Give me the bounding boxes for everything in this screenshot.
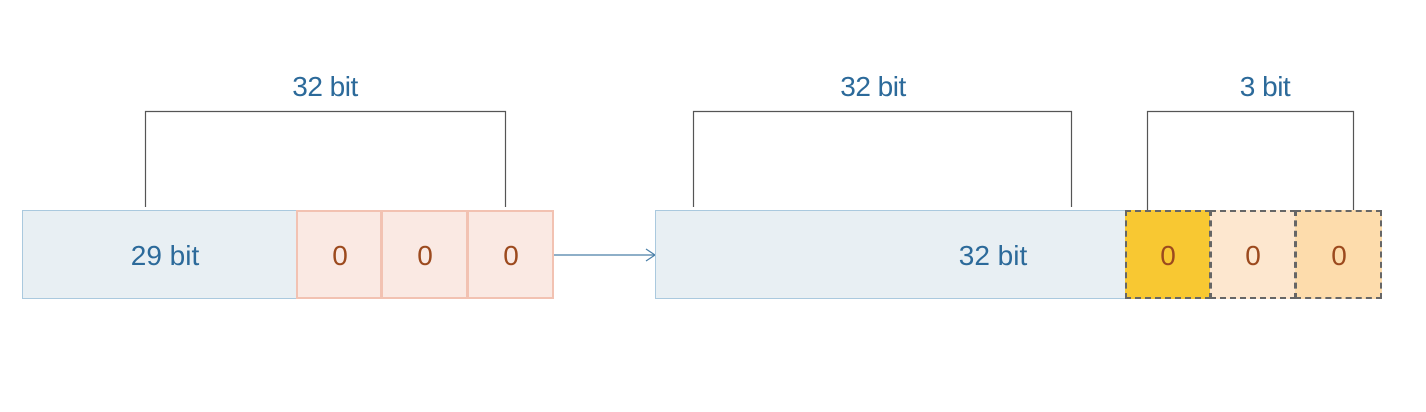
right-zero-cell-1: 0	[1125, 210, 1211, 299]
left-bracket-label: 32 bit	[292, 71, 358, 102]
left-bracket	[144, 110, 507, 207]
zero-digit: 0	[503, 240, 519, 271]
zero-digit: 0	[1331, 240, 1347, 271]
left-zero-cell-3: 0	[467, 210, 554, 299]
left-zero-cell-1: 0	[296, 210, 382, 299]
left-data-label: 29 bit	[130, 240, 200, 271]
right-zero-cell-2: 0	[1210, 210, 1296, 299]
right-zero-cell-3: 0	[1295, 210, 1382, 299]
left-data-field: 29 bit	[22, 210, 298, 299]
right-data-label: 32 bit	[958, 240, 1028, 271]
zero-digit: 0	[1160, 240, 1176, 271]
right-main-bracket	[692, 110, 1073, 207]
right-small-bracket	[1146, 110, 1355, 212]
right-data-field: 32 bit	[655, 210, 1127, 299]
left-zero-cell-2: 0	[381, 210, 468, 299]
arrow	[554, 248, 657, 262]
zero-digit: 0	[1245, 240, 1261, 271]
zero-digit: 0	[332, 240, 348, 271]
zero-digit: 0	[417, 240, 433, 271]
small-bracket-label: 3 bit	[1239, 71, 1291, 102]
right-bracket-label: 32 bit	[840, 71, 906, 102]
